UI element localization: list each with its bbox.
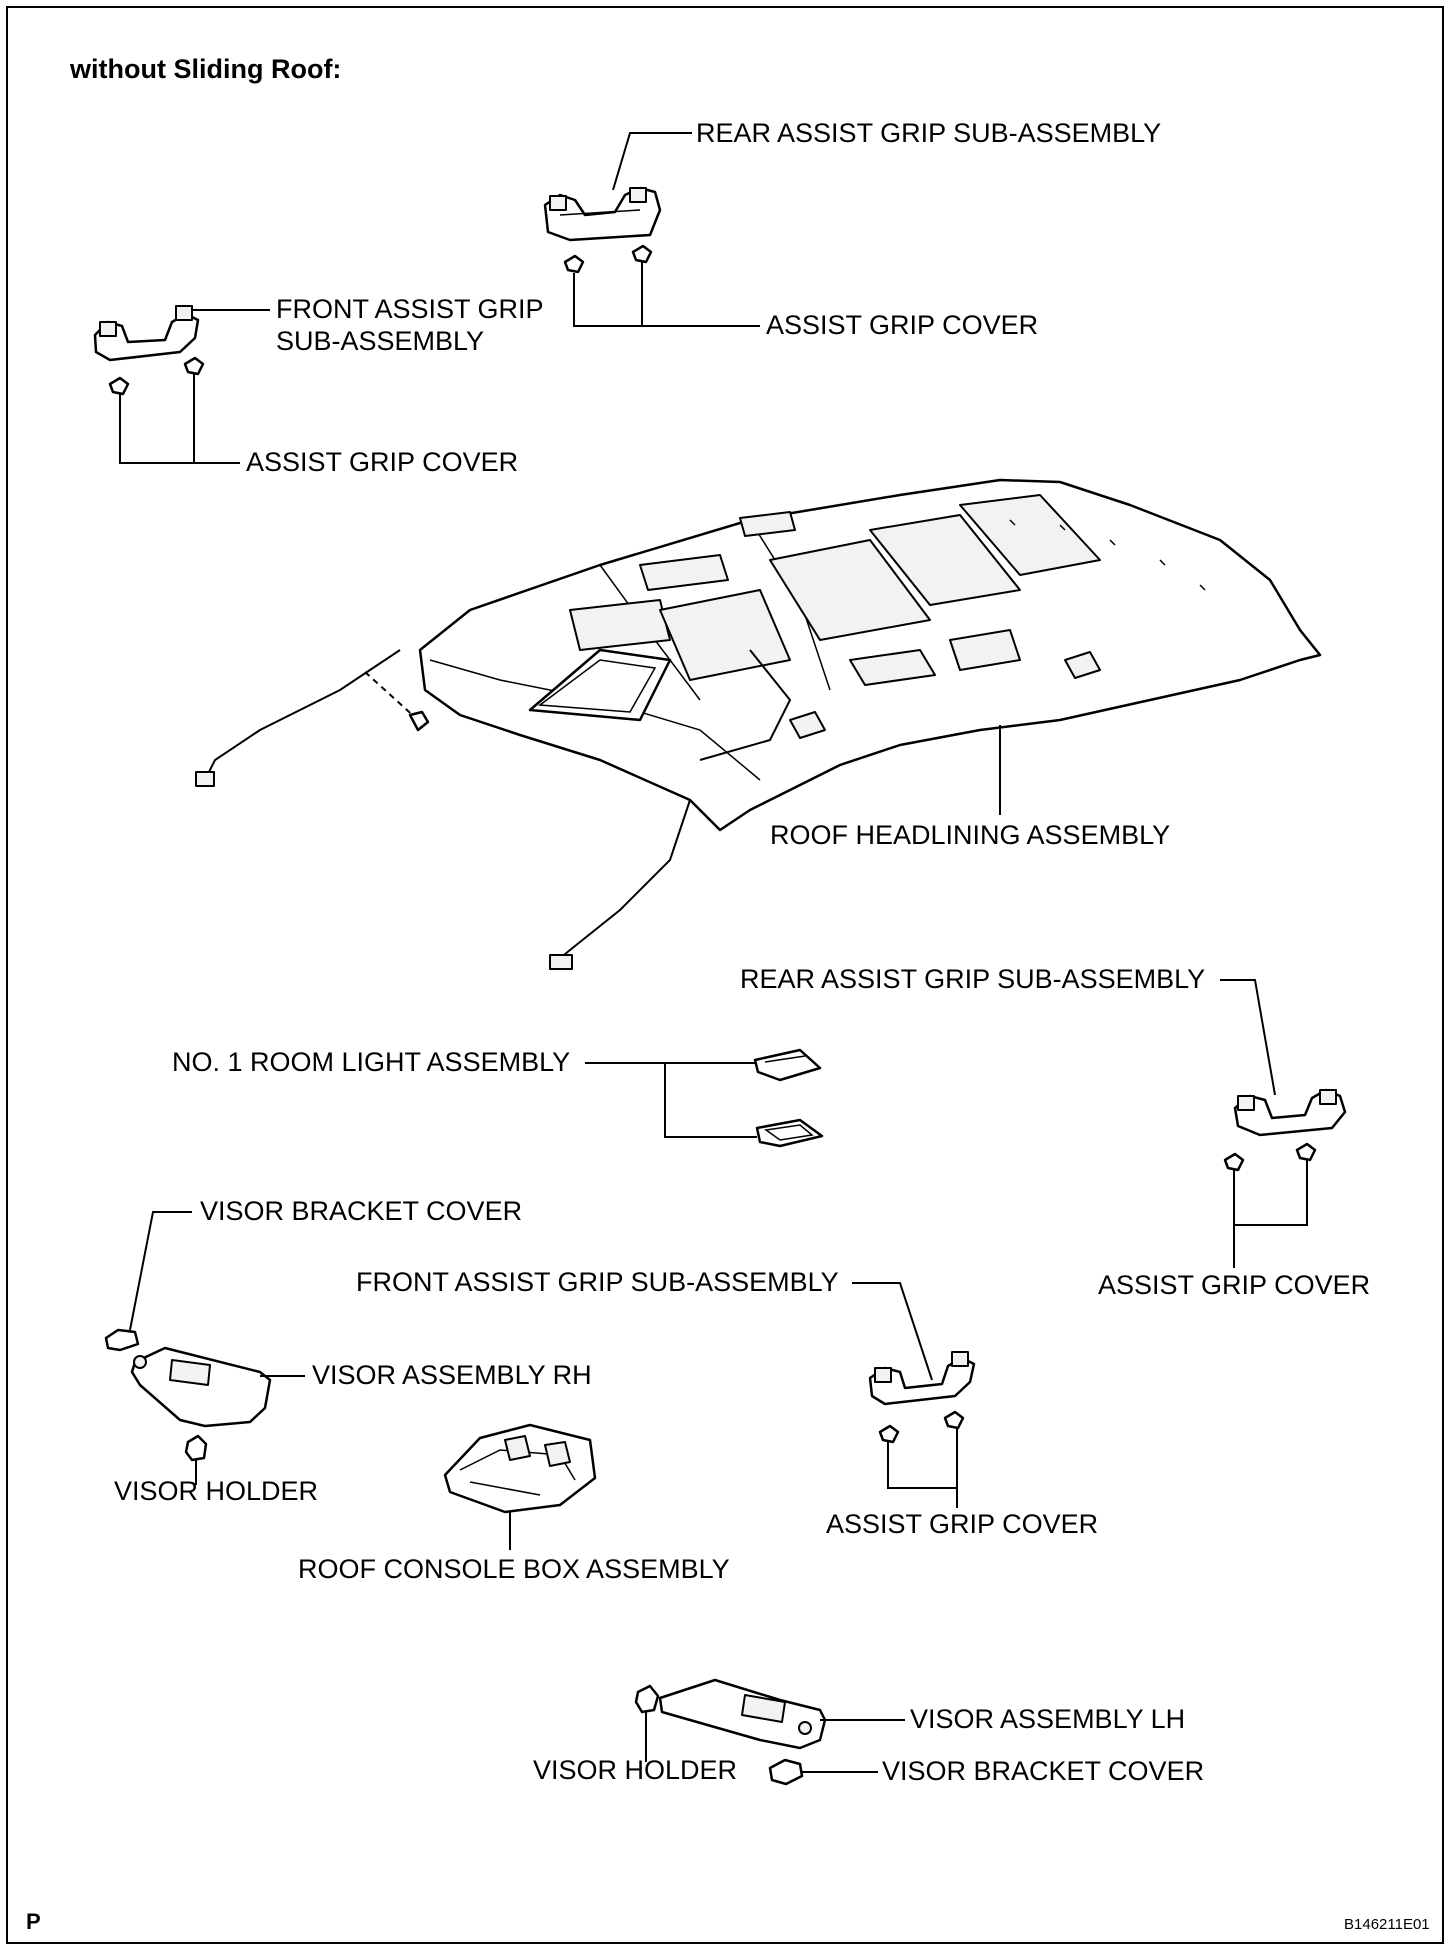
- visor-lh-icon: [658, 1678, 827, 1750]
- assist-grip-cover-top-icon: [563, 244, 653, 274]
- leader-lines-left: [119, 309, 270, 464]
- rear-assist-grip-top-icon: [543, 186, 662, 242]
- label-assist-grip-cover-left: ASSIST GRIP COVER: [246, 447, 519, 477]
- figure-code: B146211E01: [1344, 1916, 1430, 1933]
- front-assist-grip-mid-icon: [868, 1351, 976, 1406]
- label-visor-bracket-cover-rh: VISOR BRACKET COVER: [200, 1196, 523, 1226]
- diagram-frame: [6, 6, 1444, 1944]
- label-visor-holder-rh: VISOR HOLDER: [114, 1476, 319, 1506]
- label-front-assist-grip-top-line2: SUB-ASSEMBLY: [276, 326, 485, 356]
- corner-mark: P: [26, 1909, 41, 1934]
- label-roof-headlining: ROOF HEADLINING ASSEMBLY: [770, 820, 1171, 850]
- leader-lines-top: [573, 132, 760, 327]
- visor-holder-rh-icon: [184, 1434, 208, 1462]
- leader-lines-right: [1220, 979, 1308, 1268]
- label-assist-grip-cover-top: ASSIST GRIP COVER: [766, 310, 1039, 340]
- roof-console-box-icon: [443, 1423, 597, 1514]
- assist-grip-cover-right-icon: [1223, 1142, 1317, 1172]
- leader-lines-front-grip-mid: [852, 1282, 958, 1508]
- label-front-assist-grip-top-line1: FRONT ASSIST GRIP: [276, 294, 544, 324]
- rear-assist-grip-right-icon: [1233, 1088, 1347, 1137]
- leader-lines-room-light: [585, 1062, 757, 1138]
- diagram-title: without Sliding Roof:: [70, 54, 342, 84]
- leader-lines-visor-lh: [645, 1712, 905, 1773]
- leader-lines-visor-rh: [129, 1211, 305, 1485]
- front-assist-grip-top-icon: [93, 305, 200, 362]
- label-visor-rh: VISOR ASSEMBLY RH: [312, 1360, 592, 1390]
- visor-rh-icon: [130, 1346, 272, 1428]
- label-visor-holder-lh: VISOR HOLDER: [533, 1755, 738, 1785]
- room-light-assembly-icon: [753, 1048, 824, 1148]
- assist-grip-cover-mid-icon: [878, 1410, 965, 1444]
- label-room-light: NO. 1 ROOM LIGHT ASSEMBLY: [172, 1047, 571, 1077]
- label-front-assist-grip-mid: FRONT ASSIST GRIP SUB-ASSEMBLY: [356, 1267, 839, 1297]
- roof-headlining-icon: [195, 478, 1322, 970]
- label-rear-assist-grip-top: REAR ASSIST GRIP SUB-ASSEMBLY: [696, 118, 1162, 148]
- label-visor-bracket-cover-lh: VISOR BRACKET COVER: [882, 1756, 1205, 1786]
- visor-bracket-cover-rh-icon: [104, 1328, 140, 1352]
- visor-bracket-cover-lh-icon: [768, 1758, 804, 1786]
- label-visor-lh: VISOR ASSEMBLY LH: [910, 1704, 1186, 1734]
- label-roof-console: ROOF CONSOLE BOX ASSEMBLY: [298, 1554, 730, 1584]
- assist-grip-cover-left-icon: [108, 356, 205, 396]
- label-assist-grip-cover-right: ASSIST GRIP COVER: [1098, 1270, 1371, 1300]
- label-assist-grip-cover-mid: ASSIST GRIP COVER: [826, 1509, 1099, 1539]
- label-rear-assist-grip-right: REAR ASSIST GRIP SUB-ASSEMBLY: [740, 964, 1206, 994]
- visor-holder-lh-icon: [634, 1684, 660, 1714]
